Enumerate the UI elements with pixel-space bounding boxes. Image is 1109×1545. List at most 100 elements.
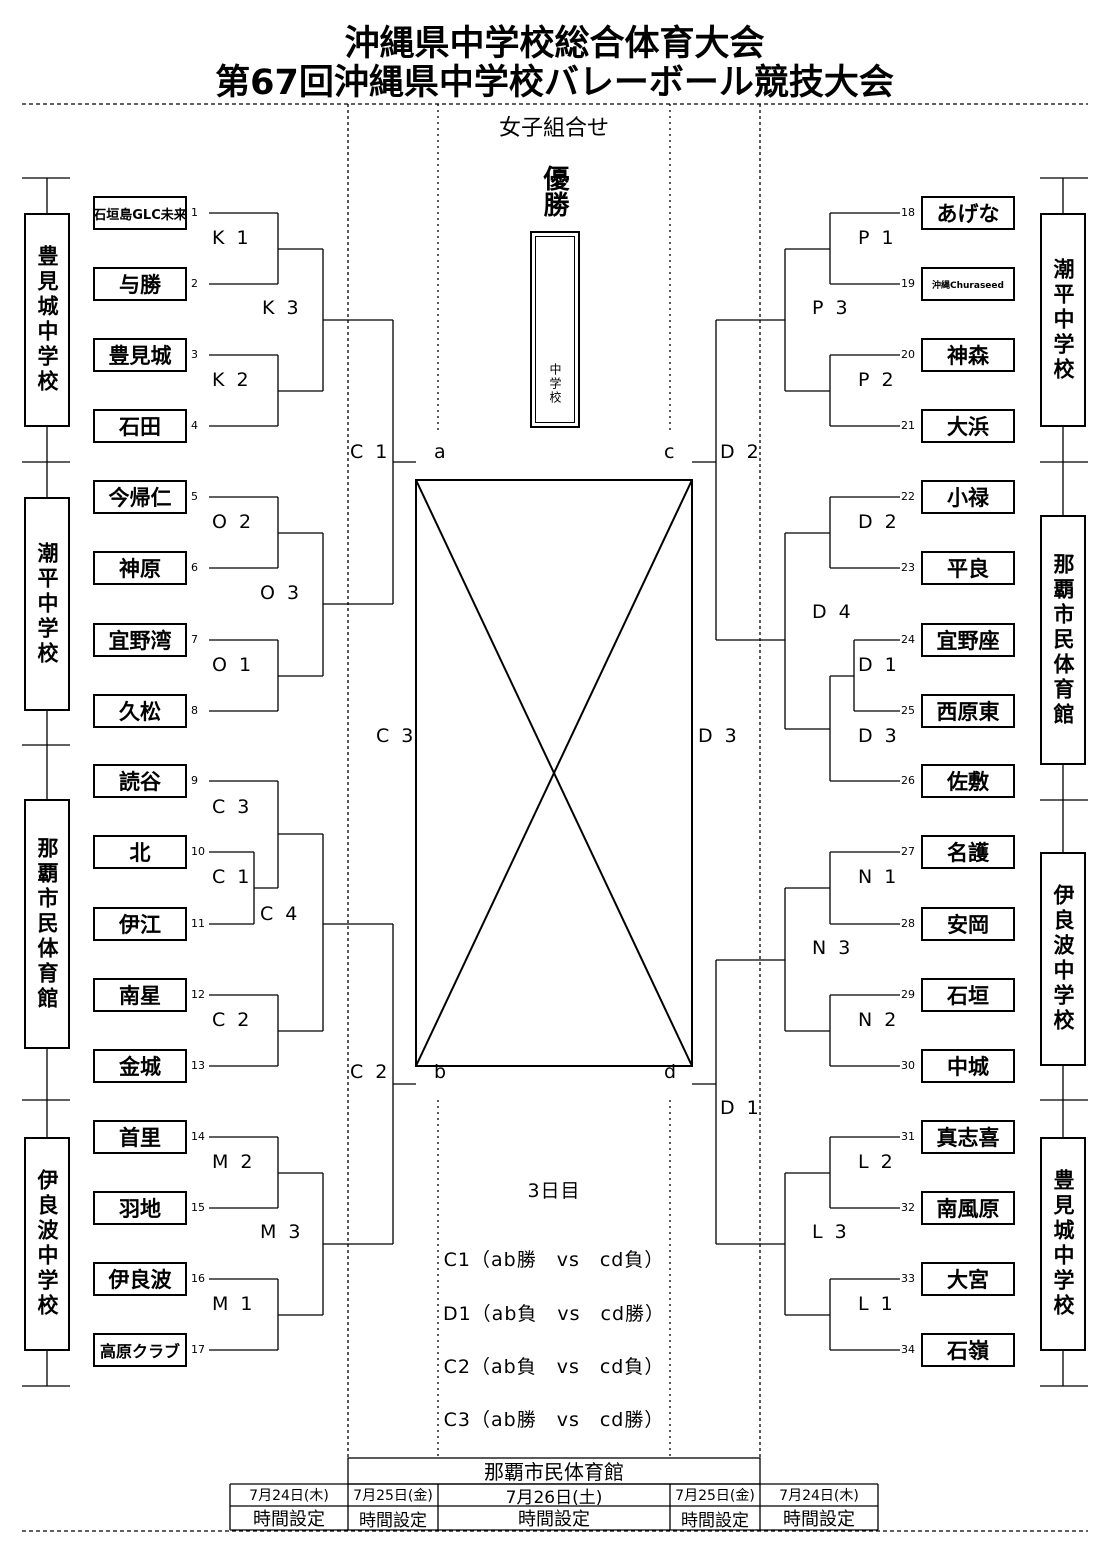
- team-number-30: 30: [901, 1059, 915, 1072]
- team-number-17: 17: [191, 1343, 205, 1356]
- team-box-6: 神原: [93, 551, 187, 585]
- team-number-4: 4: [191, 419, 198, 432]
- day3-title: 3日目: [527, 1180, 581, 1202]
- team-box-28: 安岡: [921, 907, 1015, 941]
- champion-label: 優勝: [530, 165, 578, 224]
- match-label-c3: C 3: [376, 725, 417, 747]
- match-label-m2: M 2: [212, 1151, 256, 1173]
- champion-box: 中学校: [530, 231, 580, 428]
- team-box-19: 沖縄Churaseed: [921, 267, 1015, 301]
- match-label-l3: L 3: [812, 1221, 850, 1243]
- team-box-4: 石田: [93, 409, 187, 443]
- team-number-21: 21: [901, 419, 915, 432]
- match-label-p3: P 3: [812, 297, 851, 319]
- team-number-23: 23: [901, 561, 915, 574]
- team-box-20: 神森: [921, 338, 1015, 372]
- team-box-8: 久松: [93, 694, 187, 728]
- team-number-24: 24: [901, 633, 915, 646]
- day3-game: D1（ab負 vs cd勝）: [442, 1303, 666, 1325]
- match-label-l2: L 2: [858, 1151, 896, 1173]
- team-number-7: 7: [191, 633, 198, 646]
- venue-name: 潮平中学校: [1051, 257, 1075, 383]
- schedule-time: 時間設定: [783, 1509, 855, 1530]
- team-box-7: 宜野湾: [93, 623, 187, 657]
- team-number-3: 3: [191, 348, 198, 361]
- venue-box: 潮平中学校: [24, 497, 70, 711]
- venue-name: 豊見城中学校: [1051, 1169, 1075, 1319]
- team-number-5: 5: [191, 490, 198, 503]
- venue-box: 豊見城中学校: [24, 213, 70, 427]
- team-number-19: 19: [901, 277, 915, 290]
- team-box-15: 羽地: [93, 1191, 187, 1225]
- match-label-c1: C 1: [212, 866, 253, 888]
- team-number-15: 15: [191, 1201, 205, 1214]
- match-label-d1: D 1: [858, 654, 900, 676]
- match-label-n2: N 2: [858, 1009, 900, 1031]
- court-box: [415, 479, 693, 1067]
- team-box-27: 名護: [921, 835, 1015, 869]
- schedule-venue: 那覇市民体育館: [484, 1460, 624, 1484]
- team-number-2: 2: [191, 277, 198, 290]
- match-label-c2: C 2: [212, 1009, 253, 1031]
- team-number-27: 27: [901, 845, 915, 858]
- semifinal-slot-d: d: [664, 1061, 680, 1083]
- team-number-14: 14: [191, 1130, 205, 1143]
- schedule-date: 7月24日(木): [249, 1488, 329, 1504]
- team-number-20: 20: [901, 348, 915, 361]
- team-box-9: 読谷: [93, 764, 187, 798]
- match-label-d4: D 4: [812, 601, 854, 623]
- venue-name: 伊良波中学校: [35, 1169, 59, 1319]
- match-label-o2: O 2: [212, 511, 255, 533]
- match-label-c3: C 3: [212, 796, 253, 818]
- match-label-k1: K 1: [212, 227, 252, 249]
- team-number-10: 10: [191, 845, 205, 858]
- team-number-18: 18: [901, 206, 915, 219]
- team-number-34: 34: [901, 1343, 915, 1356]
- match-label-m1: M 1: [212, 1293, 256, 1315]
- semifinal-slot-a: a: [434, 441, 449, 463]
- match-label-d1: D 1: [720, 1097, 762, 1119]
- team-box-17: 高原クラブ: [93, 1333, 187, 1367]
- day3-game: C3（ab勝 vs cd勝）: [443, 1409, 665, 1431]
- team-number-29: 29: [901, 988, 915, 1001]
- team-box-24: 宜野座: [921, 623, 1015, 657]
- match-label-o1: O 1: [212, 654, 255, 676]
- team-number-1: 1: [191, 206, 198, 219]
- team-box-23: 平良: [921, 551, 1015, 585]
- team-number-6: 6: [191, 561, 198, 574]
- match-label-n1: N 1: [858, 866, 900, 888]
- match-label-m3: M 3: [260, 1221, 304, 1243]
- venue-name: 豊見城中学校: [35, 245, 59, 395]
- match-label-o3: O 3: [260, 582, 303, 604]
- team-box-21: 大浜: [921, 409, 1015, 443]
- team-box-2: 与勝: [93, 267, 187, 301]
- match-label-d3: D 3: [858, 725, 900, 747]
- team-number-8: 8: [191, 704, 198, 717]
- team-number-9: 9: [191, 774, 198, 787]
- champion-slot-text: 中学校: [548, 363, 562, 405]
- team-number-16: 16: [191, 1272, 205, 1285]
- team-box-5: 今帰仁: [93, 480, 187, 514]
- team-box-14: 首里: [93, 1120, 187, 1154]
- venue-box: 豊見城中学校: [1040, 1137, 1086, 1351]
- day3-game: C1（ab勝 vs cd負）: [443, 1249, 665, 1271]
- team-box-31: 真志喜: [921, 1120, 1015, 1154]
- venue-name: 那覇市民体育館: [1051, 552, 1075, 728]
- team-number-28: 28: [901, 917, 915, 930]
- team-number-12: 12: [191, 988, 205, 1001]
- team-number-33: 33: [901, 1272, 915, 1285]
- team-box-10: 北: [93, 835, 187, 869]
- schedule-date: 7月26日(土): [505, 1487, 603, 1508]
- team-box-13: 金城: [93, 1049, 187, 1083]
- match-label-c4: C 4: [260, 903, 301, 925]
- team-box-1: 石垣島GLC未来: [93, 196, 187, 230]
- team-box-22: 小禄: [921, 480, 1015, 514]
- team-box-30: 中城: [921, 1049, 1015, 1083]
- team-box-26: 佐敷: [921, 764, 1015, 798]
- schedule-time: 時間設定: [253, 1509, 325, 1530]
- team-number-22: 22: [901, 490, 915, 503]
- match-label-k2: K 2: [212, 369, 252, 391]
- team-box-34: 石嶺: [921, 1333, 1015, 1367]
- schedule-date: 7月25日(金): [353, 1488, 433, 1504]
